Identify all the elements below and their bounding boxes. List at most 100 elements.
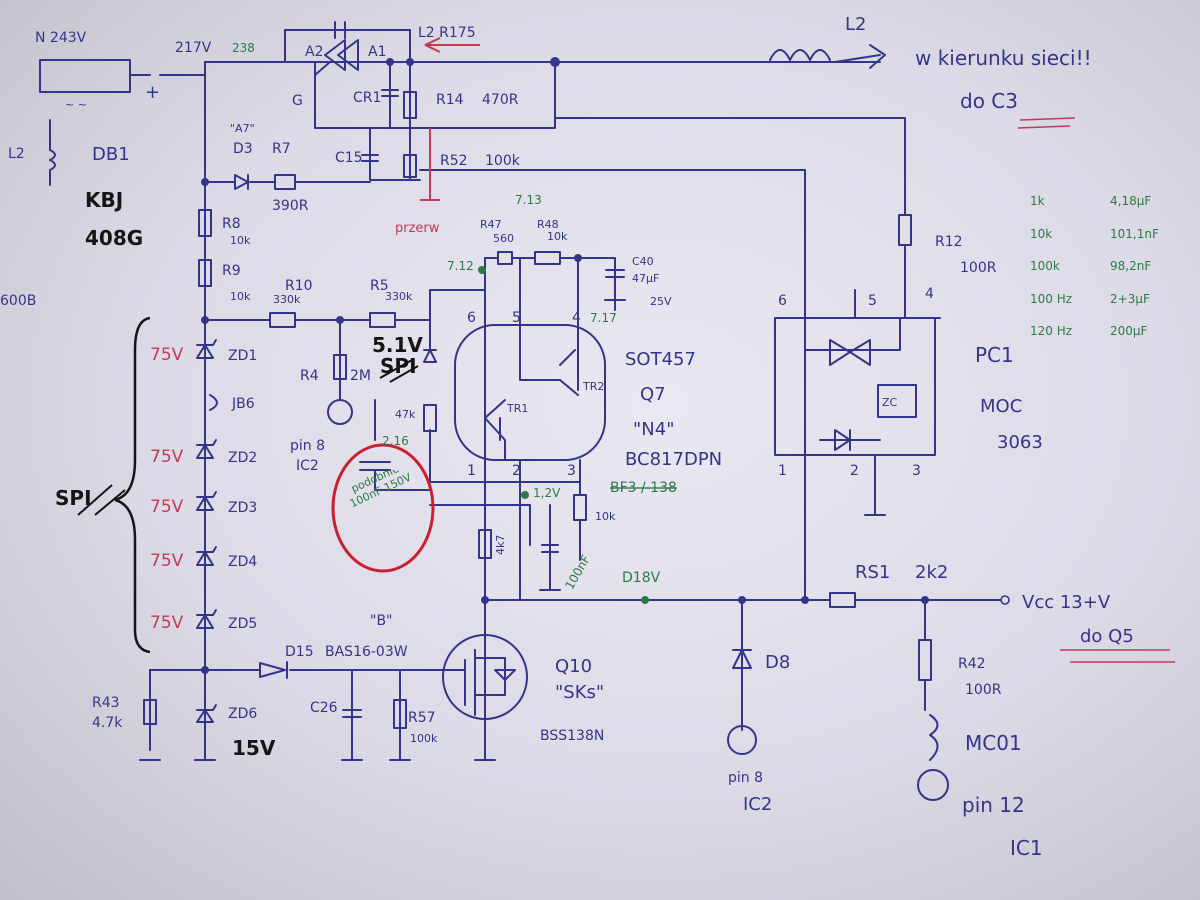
- label-a1: A1: [368, 44, 386, 60]
- label-n243v: N 243V: [35, 30, 87, 46]
- label-r10: R10: [285, 278, 313, 294]
- label-l2-r175: L2 R175: [418, 25, 476, 41]
- label-zd5-voltage: 75V: [150, 613, 184, 633]
- table-row-4-val: 2+3μF: [1110, 292, 1150, 306]
- spi-brace: [115, 318, 150, 652]
- label-r52: R52: [440, 153, 468, 169]
- label-tr1: TR1: [506, 402, 528, 415]
- label-r7: R7: [272, 141, 291, 157]
- label-pc1-pin2: 2: [850, 463, 859, 479]
- table-row-5-freq: 120 Hz: [1030, 324, 1072, 338]
- label-a7: "A7": [230, 122, 255, 135]
- label-zd4: ZD4: [228, 554, 257, 570]
- label-r43-val: 4.7k: [92, 715, 123, 731]
- power-connector: [40, 60, 130, 92]
- label-q7-pin2: 2: [512, 463, 521, 479]
- label-d8: D8: [765, 652, 790, 673]
- label-jb6: JB6: [231, 396, 255, 412]
- green-cap-note-box: podobnie 100nF 150V: [345, 470, 427, 540]
- label-c26: C26: [310, 700, 338, 716]
- resistor-r48: [535, 252, 560, 264]
- label-10k: 10k: [595, 510, 616, 523]
- label-ic2: IC2: [296, 458, 319, 474]
- label-zd6: ZD6: [228, 706, 257, 722]
- label-zd1-voltage: 75V: [150, 345, 184, 365]
- label-ic1: IC1: [1010, 836, 1043, 860]
- label-zd3: ZD3: [228, 500, 257, 516]
- green-cap-note: podobnie 100nF 150V: [345, 470, 420, 513]
- label-c40: C40: [632, 255, 654, 268]
- label-c15: C15: [335, 150, 363, 166]
- label-do-q5: do Q5: [1080, 626, 1134, 647]
- label-do-c3: do C3: [960, 89, 1018, 113]
- label-r48-val: 10k: [547, 230, 568, 243]
- label-b: "B": [370, 613, 392, 629]
- label-zd4-voltage: 75V: [150, 551, 184, 571]
- pin12-ic1-circle: [918, 770, 948, 800]
- label-r5-val: 330k: [385, 290, 413, 303]
- label-d15-part: BAS16-03W: [325, 644, 408, 660]
- resistor-r10: [270, 313, 295, 327]
- table-row-2-freq: 10k: [1030, 227, 1052, 241]
- label-spi-mid: SPI: [380, 354, 417, 378]
- label-r42-val: 100R: [965, 682, 1002, 698]
- label-216: 2,16: [382, 434, 409, 448]
- label-l2-top: L2: [845, 14, 866, 35]
- label-r8-val: 10k: [230, 234, 251, 247]
- label-d8-pin8: pin 8: [728, 770, 763, 786]
- resistor-r5: [370, 313, 395, 327]
- label-l2-left: L2: [8, 146, 25, 162]
- label-q7-pin5: 5: [512, 310, 521, 326]
- resistor-rs1: [830, 593, 855, 607]
- resistor-10k: [574, 495, 586, 520]
- label-r4: R4: [300, 368, 319, 384]
- label-r57: R57: [408, 710, 436, 726]
- label-47k: 47k: [395, 408, 416, 421]
- label-przerw: przerw: [395, 221, 440, 236]
- table-row-4-freq: 100 Hz: [1030, 292, 1072, 306]
- table-row-1-freq: 1k: [1030, 194, 1045, 208]
- resistor-r47: [498, 252, 512, 264]
- label-pc1: PC1: [975, 343, 1014, 367]
- label-rs1-val: 2k2: [915, 562, 948, 583]
- label-pin12: pin 12: [962, 793, 1025, 817]
- label-pc1-pin3: 3: [912, 463, 921, 479]
- label-r14-val: 470R: [482, 92, 519, 108]
- label-q7-code: "N4": [633, 419, 674, 440]
- label-zd2: ZD2: [228, 450, 257, 466]
- label-c40-val: 47μF: [632, 272, 659, 285]
- label-712: 7.12: [447, 259, 474, 273]
- labels: N 243V 217V 238 L2 R175 L2 w kierunku si…: [0, 14, 1159, 860]
- label-q10: Q10: [555, 656, 592, 677]
- label-r43: R43: [92, 695, 120, 711]
- label-4k7: 4k7: [494, 535, 507, 555]
- label-c40-v: 25V: [650, 295, 672, 308]
- label-pin8: pin 8: [290, 438, 325, 454]
- label-r57-val: 100k: [410, 732, 438, 745]
- label-tilde: ~ ~: [65, 98, 87, 111]
- label-w-kierunku: w kierunku sieci!!: [915, 46, 1092, 70]
- label-q7-pin6: 6: [467, 310, 476, 326]
- label-d3: D3: [233, 141, 253, 157]
- label-12v: 1,2V: [533, 486, 561, 500]
- diode-d3: [235, 175, 248, 189]
- label-100nf: 100nF: [562, 553, 593, 592]
- label-r4-val: 2M: [350, 368, 371, 384]
- label-r12-val: 100R: [960, 260, 997, 276]
- label-kbj: KBJ: [85, 188, 123, 212]
- label-db1: DB1: [92, 144, 130, 165]
- label-pc1-pin5: 5: [868, 293, 877, 309]
- label-mc01: MC01: [965, 731, 1022, 755]
- label-r47-val: 560: [493, 232, 514, 245]
- label-r47: R47: [480, 218, 502, 231]
- table-row-3-freq: 100k: [1030, 259, 1060, 273]
- label-r14: R14: [436, 92, 464, 108]
- label-q7-pin4: 4: [572, 310, 581, 326]
- label-713: 7.13: [515, 193, 542, 207]
- label-zd2-voltage: 75V: [150, 447, 184, 467]
- label-r10-val: 330k: [273, 293, 301, 306]
- table-row-2-val: 101,1nF: [1110, 227, 1159, 241]
- table-row-1-val: 4,18μF: [1110, 194, 1151, 208]
- label-717: 7.17: [590, 311, 617, 325]
